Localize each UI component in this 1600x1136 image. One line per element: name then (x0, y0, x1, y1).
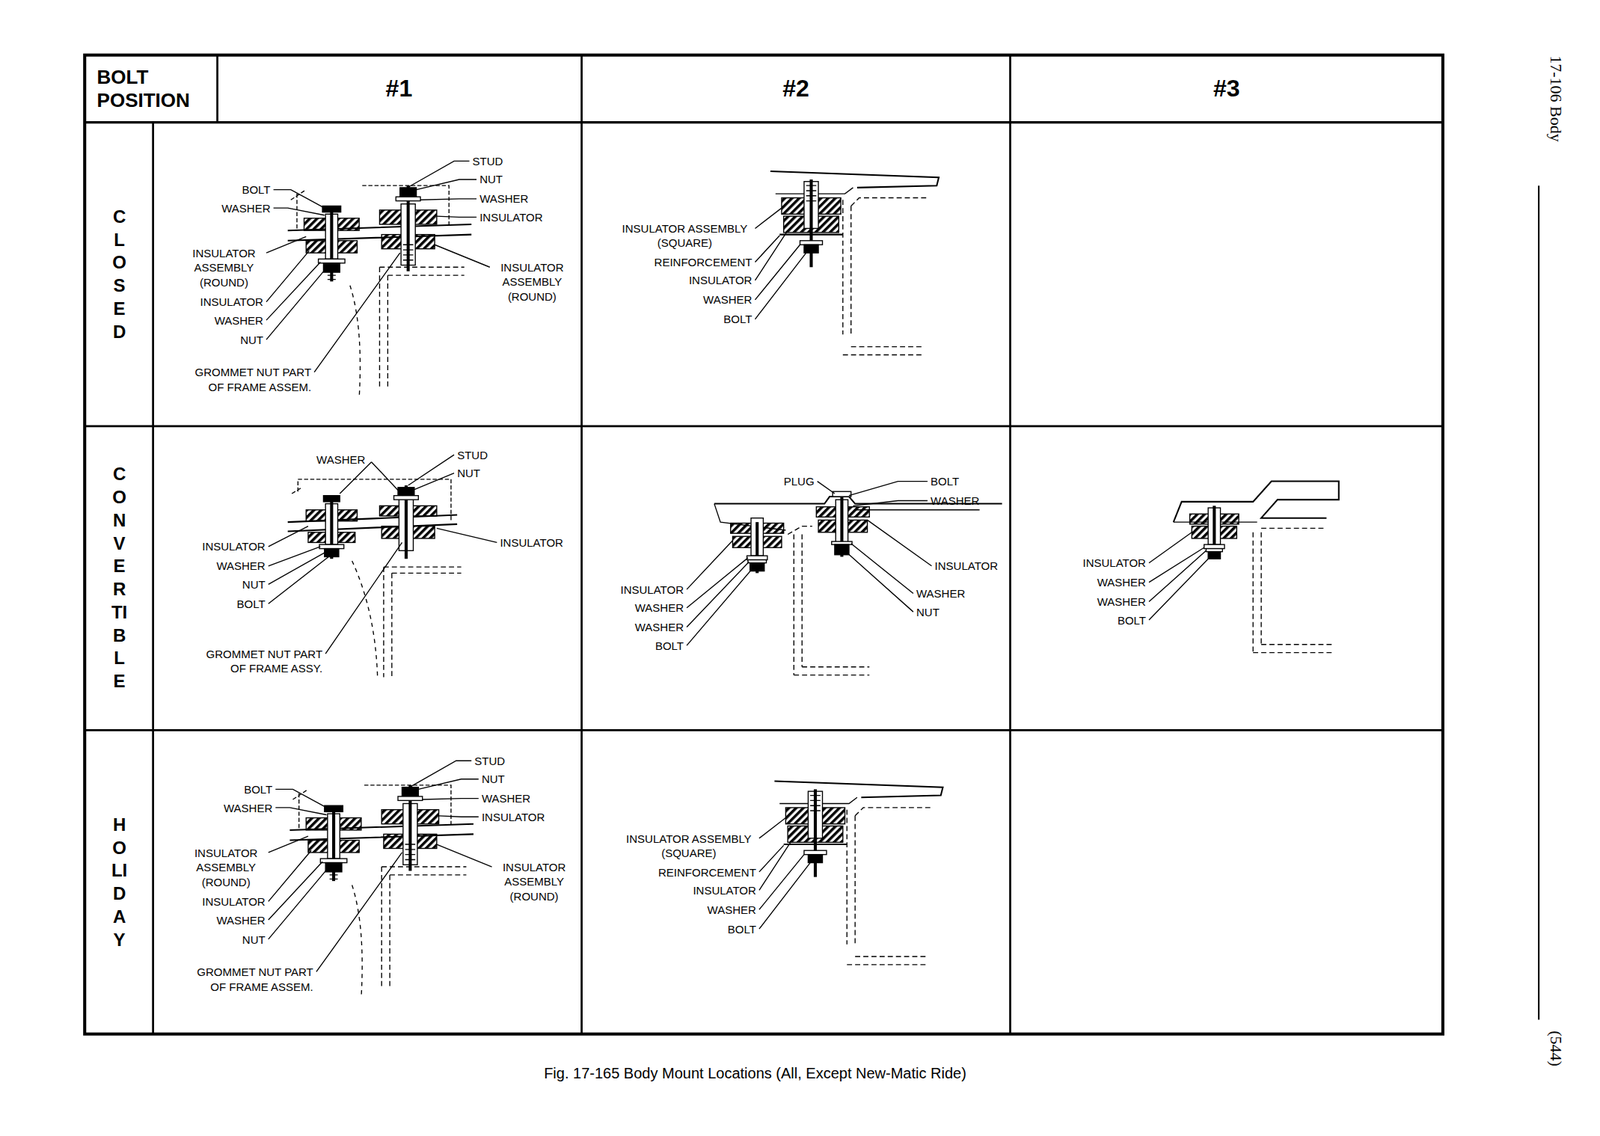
part-label: REINFORCEMENT (658, 865, 757, 881)
part-label: BOLT (237, 596, 266, 612)
part-label: STUD (472, 154, 504, 170)
part-label: WASHER (214, 313, 264, 329)
part-label: NUT (457, 466, 481, 481)
row-header: CLOSED (110, 205, 129, 344)
figure-caption: Fig. 17-165 Body Mount Locations (All, E… (543, 1063, 967, 1084)
part-label: NUT (481, 771, 505, 787)
part-label: INSULATOR ASSEMBLY (ROUND) (492, 260, 572, 305)
part-label: INSULATOR ASSEMBLY (SQUARE) (617, 221, 752, 251)
part-label: GROMMET NUT PART OF FRAME ASSEM. (189, 964, 314, 995)
convertible-mount-1 (268, 454, 498, 679)
part-label: WASHER (930, 493, 980, 509)
part-label: NUT (240, 332, 264, 348)
part-label: INSULATOR (499, 535, 563, 551)
part-label: INSULATOR (201, 894, 265, 910)
part-label: PLUG (783, 474, 815, 490)
part-label: BOLT (1117, 613, 1146, 629)
convertible-mount-2 (686, 481, 1003, 676)
column-header: #3 (1213, 73, 1241, 105)
closed-mount-2 (754, 171, 939, 355)
part-label: BOLT (241, 182, 271, 198)
part-label: BOLT (727, 922, 757, 938)
part-label: REINFORCEMENT (654, 255, 753, 271)
part-label: WASHER (1097, 575, 1146, 591)
holiday-mount-2 (759, 780, 944, 965)
part-label: GROMMET NUT PART OF FRAME ASSEM. (187, 365, 312, 395)
row-header: HOLIDAY (110, 813, 129, 952)
part-label: NUT (916, 605, 940, 621)
part-label: WASHER (635, 620, 684, 636)
part-label: BOLT (655, 638, 684, 654)
part-label: STUD (457, 448, 488, 464)
part-label: INSULATOR (935, 558, 998, 574)
part-label: WASHER (216, 558, 265, 574)
row-header: CONVERTIBLE (110, 463, 129, 694)
page-header: (544) (1545, 1031, 1568, 1068)
part-label: INSULATOR (201, 539, 265, 555)
part-label: BOLT (243, 782, 273, 798)
column-header: #1 (385, 73, 413, 105)
holiday-mount-1 (268, 760, 493, 998)
part-label: WASHER (223, 801, 273, 817)
header-cell: BOLT POSITION (97, 65, 205, 113)
part-label: INSULATOR ASSEMBLY (SQUARE) (621, 831, 757, 861)
part-label: WASHER (916, 586, 965, 602)
part-label: GROMMET NUT PART OF FRAME ASSY. (198, 647, 323, 677)
part-label: WASHER (316, 452, 366, 468)
table-grid (84, 55, 1539, 1035)
column-header: #2 (782, 73, 810, 105)
part-label: STUD (474, 753, 505, 769)
part-label: INSULATOR (479, 210, 543, 226)
part-label: NUT (242, 932, 266, 948)
part-label: WASHER (221, 201, 271, 217)
part-label: INSULATOR (688, 273, 752, 288)
part-label: WASHER (481, 791, 531, 807)
part-label: INSULATOR (620, 582, 684, 598)
part-label: WASHER (1097, 594, 1146, 610)
part-label: INSULATOR (692, 883, 756, 899)
part-label: WASHER (479, 191, 529, 207)
part-label: INSULATOR ASSEMBLY (ROUND) (187, 846, 266, 891)
part-label: INSULATOR (481, 810, 545, 826)
convertible-mount-3 (1148, 481, 1339, 654)
part-label: INSULATOR ASSEMBLY (ROUND) (184, 246, 264, 291)
part-label: NUT (479, 172, 503, 188)
part-label: BOLT (930, 474, 959, 490)
part-label: INSULATOR ASSEMBLY (ROUND) (495, 860, 574, 905)
part-label: NUT (242, 577, 266, 593)
part-label: WASHER (635, 600, 684, 616)
part-label: WASHER (216, 913, 265, 929)
part-label: BOLT (723, 311, 752, 327)
page-header: 17-106 Body (1545, 56, 1568, 143)
part-label: WASHER (707, 902, 757, 918)
part-label: INSULATOR (199, 294, 263, 310)
part-label: WASHER (703, 292, 752, 308)
part-label: INSULATOR (1082, 555, 1146, 571)
closed-mount-1 (266, 160, 490, 398)
